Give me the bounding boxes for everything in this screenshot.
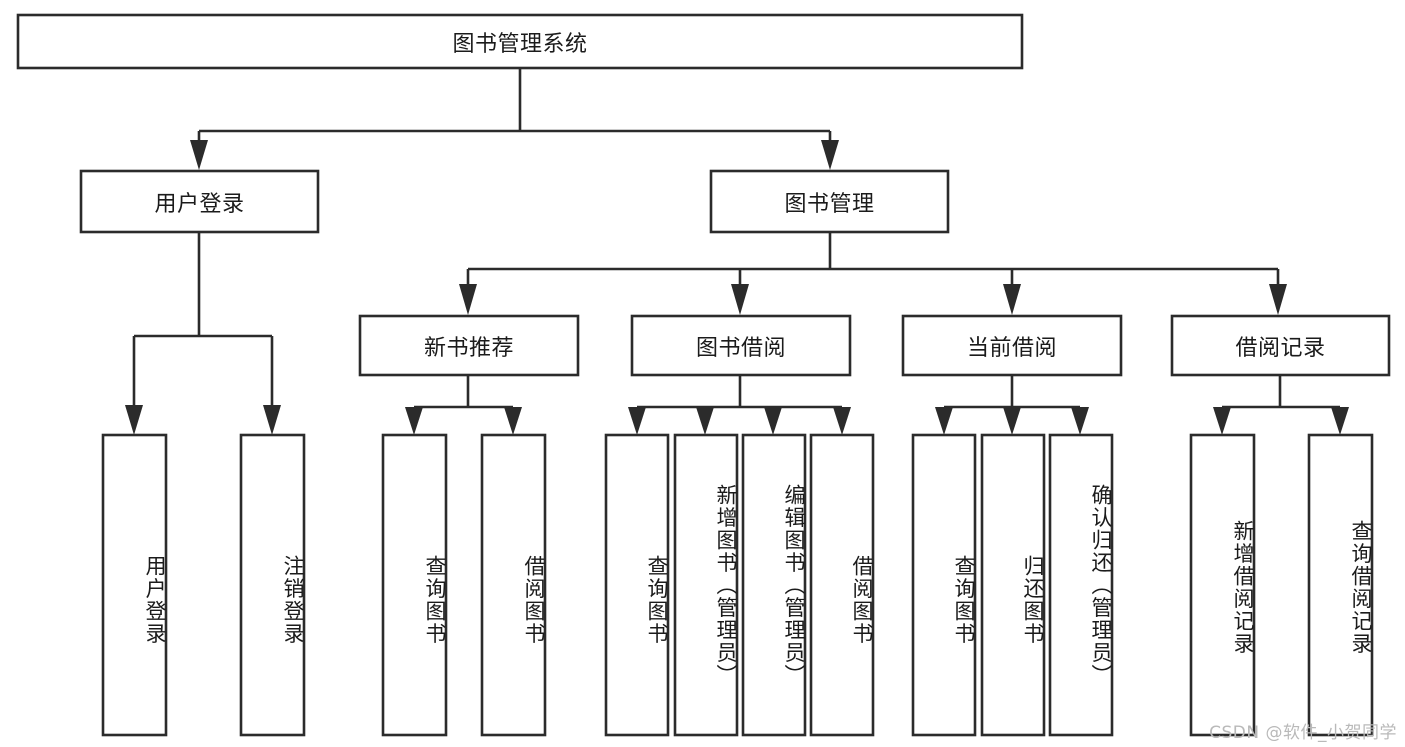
arrow-to-leaf-return-book [1003, 407, 1021, 435]
node-leaf-query-book-3[interactable] [911, 433, 977, 737]
arrow-to-leaf-add-record [1213, 407, 1231, 435]
arrow-to-new-book-recommend [459, 284, 477, 315]
arrow-to-leaf-borrow-book-1 [504, 407, 522, 435]
node-leaf-confirm-return[interactable] [1048, 433, 1114, 737]
node-borrow-record[interactable] [1170, 314, 1391, 377]
node-book-manage[interactable] [709, 169, 950, 234]
arrow-to-leaf-query-book-1 [405, 407, 423, 435]
connector-layer [125, 68, 1349, 435]
node-current-borrow[interactable] [901, 314, 1123, 377]
node-leaf-add-record[interactable] [1189, 433, 1256, 737]
arrow-to-book-manage [821, 140, 839, 170]
node-leaf-query-record[interactable] [1307, 433, 1374, 737]
arrow-to-leaf-edit-book [764, 407, 782, 435]
node-leaf-add-book[interactable] [673, 433, 739, 737]
arrow-to-leaf-query-record [1331, 407, 1349, 435]
arrow-to-borrow-record [1269, 284, 1287, 315]
arrow-to-leaf-add-book [696, 407, 714, 435]
node-user-login[interactable] [79, 169, 320, 234]
csdn-watermark: CSDN @软件_小贺同学 [1209, 723, 1397, 743]
arrow-to-book-borrow [731, 284, 749, 315]
arrow-to-leaf-logout [263, 405, 281, 435]
node-leaf-borrow-book-2[interactable] [809, 433, 875, 737]
node-root[interactable] [16, 13, 1024, 70]
node-leaf-edit-book[interactable] [741, 433, 807, 737]
arrow-to-leaf-query-book-2 [628, 407, 646, 435]
arrow-to-current-borrow [1003, 284, 1021, 315]
node-leaf-query-book-2[interactable] [604, 433, 670, 737]
node-new-book-recommend[interactable] [358, 314, 580, 377]
arrow-to-leaf-confirm-return [1071, 407, 1089, 435]
node-leaf-logout[interactable] [239, 433, 306, 737]
node-book-borrow[interactable] [630, 314, 852, 377]
arrow-to-leaf-borrow-book-2 [833, 407, 851, 435]
node-leaf-query-book-1[interactable] [381, 433, 448, 737]
node-leaf-borrow-book-1[interactable] [480, 433, 547, 737]
arrow-to-leaf-user-login [125, 405, 143, 435]
node-leaf-return-book[interactable] [980, 433, 1046, 737]
arrow-to-leaf-query-book-3 [935, 407, 953, 435]
arrow-to-user-login [190, 140, 208, 170]
node-leaf-user-login[interactable] [101, 433, 168, 737]
node-layer [16, 13, 1391, 737]
